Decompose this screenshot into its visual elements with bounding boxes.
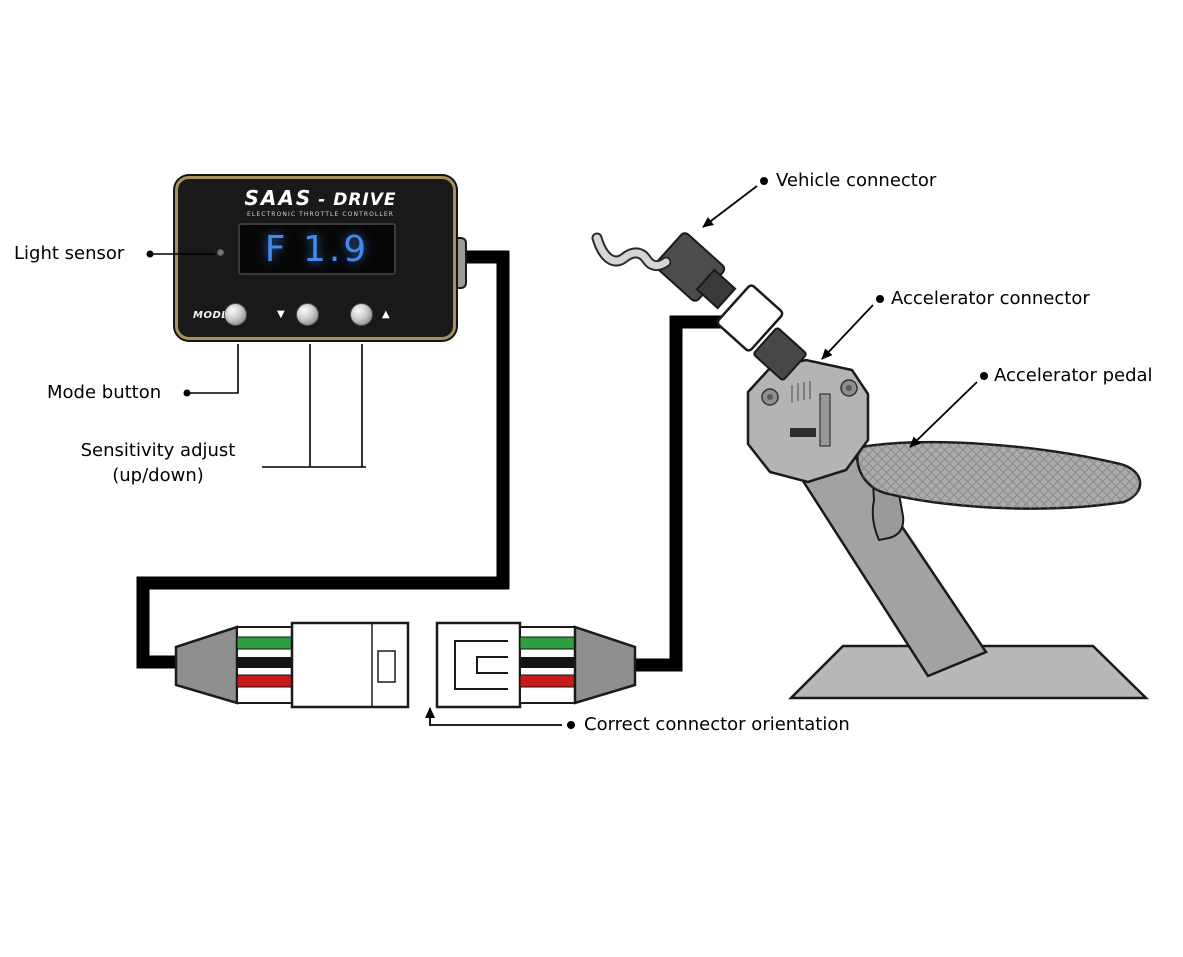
mode-button-label: MODE — [193, 310, 229, 321]
up-arrow-icon: ▲ — [382, 309, 390, 320]
wire-boot-right — [573, 625, 637, 705]
wire-stripe-green-right — [519, 636, 576, 650]
mode-display: F 1.9 — [238, 223, 396, 275]
wire-stripe-red — [236, 674, 293, 688]
housing-ribs — [791, 381, 811, 403]
harness-connector-right — [435, 621, 637, 709]
pedal-base — [787, 644, 1150, 700]
brand-logo: SAAS- DRIVE — [178, 186, 453, 210]
housing-screw-right-center — [846, 385, 852, 391]
brand-suffix: - DRIVE — [318, 190, 397, 210]
wire-stripe-black-right — [520, 657, 575, 668]
label-sensitivity-line2: (up/down) — [112, 465, 204, 486]
sensitivity-down-button — [296, 303, 319, 326]
label-vehicle-connector: Vehicle connector — [776, 170, 937, 191]
housing-slot-right — [454, 640, 508, 690]
throttle-controller: SAAS- DRIVE ELECTRONIC THROTTLE CONTROLL… — [175, 176, 456, 340]
controller-cable — [136, 250, 510, 669]
wire-stripe-red-right — [519, 674, 576, 688]
down-arrow-icon: ▼ — [277, 309, 285, 320]
label-sensitivity-adjust: Sensitivity adjust (up/down) — [58, 438, 258, 488]
wire-boot-left — [174, 625, 239, 705]
device-subtitle: ELECTRONIC THROTTLE CONTROLLER — [247, 211, 394, 218]
accelerator-connector-plug — [753, 327, 807, 381]
label-mode-button: Mode button — [47, 382, 162, 403]
wire-stripe-black — [237, 657, 292, 668]
vehicle-wire — [593, 234, 670, 270]
light-sensor-dot — [217, 249, 224, 256]
housing-slot-dark — [790, 428, 816, 437]
label-light-sensor: Light sensor — [14, 243, 125, 264]
connector-housing-right — [435, 621, 522, 709]
harness-connector-left — [174, 621, 410, 709]
vehicle-connector-latch — [695, 268, 737, 310]
connector-housing-left — [290, 621, 410, 709]
pedal-sensor-housing — [746, 358, 870, 484]
label-accelerator-connector: Accelerator connector — [891, 288, 1090, 309]
accelerator-connector-body — [716, 284, 784, 352]
pedal-cable — [633, 315, 742, 672]
housing-screw-left-center — [767, 394, 773, 400]
accelerator-pedal-assembly — [591, 232, 1150, 700]
display-value: F 1.9 — [264, 228, 370, 270]
label-sensitivity-line1: Sensitivity adjust — [80, 440, 236, 461]
housing-latch-left — [377, 650, 396, 683]
label-correct-orientation: Correct connector orientation — [584, 714, 850, 735]
sensitivity-up-button — [350, 303, 373, 326]
pedal-pad-texture — [857, 442, 1141, 509]
mode-button — [224, 303, 247, 326]
wire-stripe-green — [236, 636, 293, 650]
label-accelerator-pedal: Accelerator pedal — [994, 365, 1153, 386]
device-controls: MODE ▼ ▲ — [178, 301, 453, 331]
brand-name: SAAS — [244, 186, 313, 210]
housing-slot-vertical — [819, 393, 831, 447]
